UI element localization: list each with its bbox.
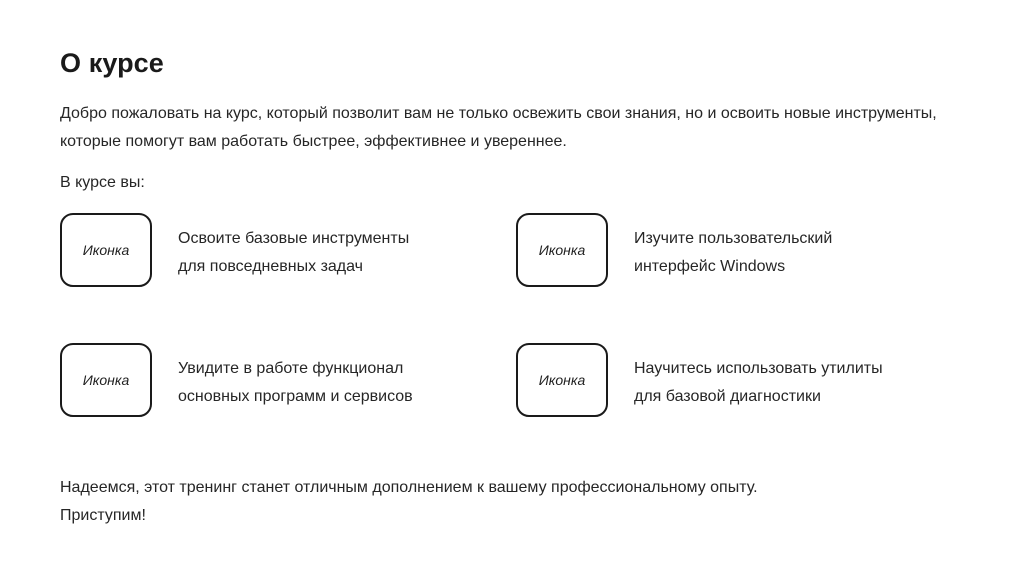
benefit-item-1: Иконка Освоите базовые инструменты для п… (60, 213, 516, 343)
closing-paragraph: Надеемся, этот тренинг станет отличным д… (60, 474, 960, 530)
benefit-text-3-line-1: Увидите в работе функционал (178, 360, 404, 377)
benefit-item-2: Иконка Изучите пользовательский интерфей… (516, 213, 972, 343)
icon-placeholder-label-icon: Иконка (538, 242, 586, 258)
icon-placeholder-box-2: Иконка (516, 213, 608, 287)
icon-placeholder-box-3: Иконка (60, 343, 152, 417)
icon-placeholder-box-4: Иконка (516, 343, 608, 417)
benefits-grid: Иконка Освоите базовые инструменты для п… (60, 213, 970, 473)
closing-paragraph-line-1: Надеемся, этот тренинг станет отличным д… (60, 479, 758, 496)
intro-paragraph: Добро пожаловать на курс, который позвол… (60, 105, 937, 150)
benefit-item-3: Иконка Увидите в работе функционал основ… (60, 343, 516, 473)
closing-paragraph-line-2: Приступим! (60, 507, 146, 524)
benefit-text-4: Научитесь использовать утилиты для базов… (634, 343, 883, 411)
benefit-text-3-line-2: основных программ и сервисов (178, 388, 413, 405)
icon-placeholder-label-icon: Иконка (82, 372, 130, 388)
benefit-text-2-line-1: Изучите пользовательский (634, 230, 833, 247)
benefit-text-1-line-2: для повседневных задач (178, 258, 364, 275)
icon-placeholder-label-icon: Иконка (82, 242, 130, 258)
icon-placeholder-box-1: Иконка (60, 213, 152, 287)
benefit-text-1-line-1: Освоите базовые инструменты (178, 230, 410, 247)
icon-placeholder-label-icon: Иконка (538, 372, 586, 388)
benefit-text-4-line-1: Научитесь использовать утилиты (634, 360, 883, 377)
page-title: О курсе (60, 48, 164, 79)
benefit-text-2-line-2: интерфейс Windows (634, 258, 786, 275)
benefit-text-3: Увидите в работе функционал основных про… (178, 343, 413, 411)
benefit-text-2: Изучите пользовательский интерфейс Windo… (634, 213, 832, 281)
benefit-item-4: Иконка Научитесь использовать утилиты дл… (516, 343, 972, 473)
benefit-text-4-line-2: для базовой диагностики (634, 388, 821, 405)
benefit-text-1: Освоите базовые инструменты для повседне… (178, 213, 409, 281)
lead-in-text: В курсе вы: (60, 174, 145, 191)
